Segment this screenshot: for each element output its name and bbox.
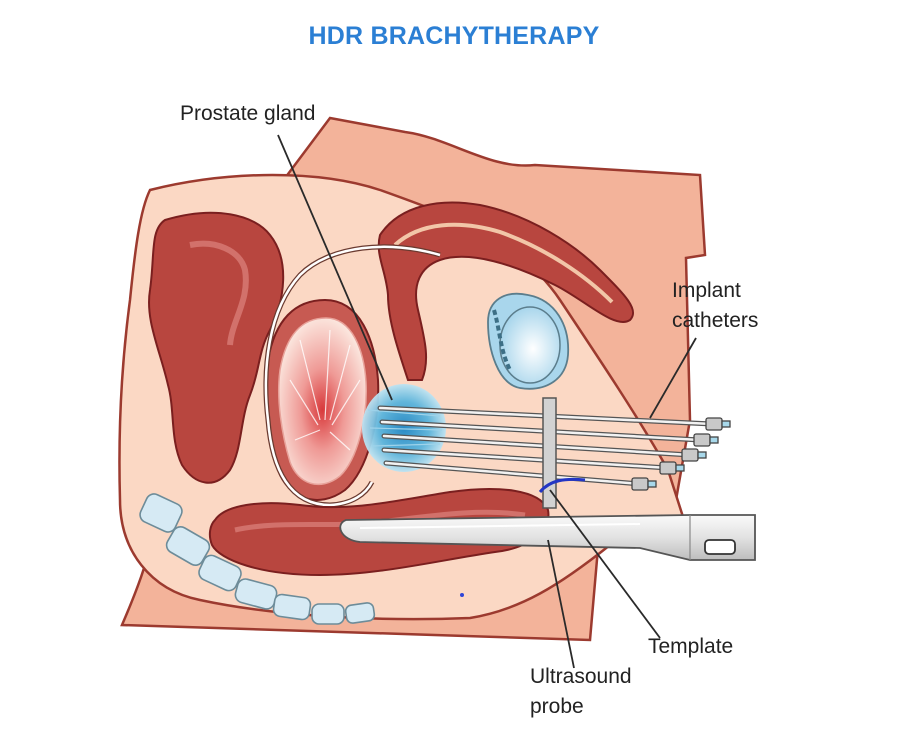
label-ultrasound-probe-line1: Ultrasound [530,665,632,688]
intestine [148,211,285,484]
penis [377,201,635,381]
label-implant-catheters-line2: catheters [672,309,759,332]
label-template: Template [648,635,734,658]
leader-lines [277,134,697,669]
catheter-tips [631,417,731,491]
spine [139,493,376,625]
template-plate [542,397,557,509]
label-prostate-gland: Prostate gland [180,102,316,125]
label-ultrasound-probe-line2: probe [530,695,584,718]
label-implant-catheters-line1: Implant [672,279,741,302]
page-title: HDR BRACHYTHERAPY [308,22,600,50]
